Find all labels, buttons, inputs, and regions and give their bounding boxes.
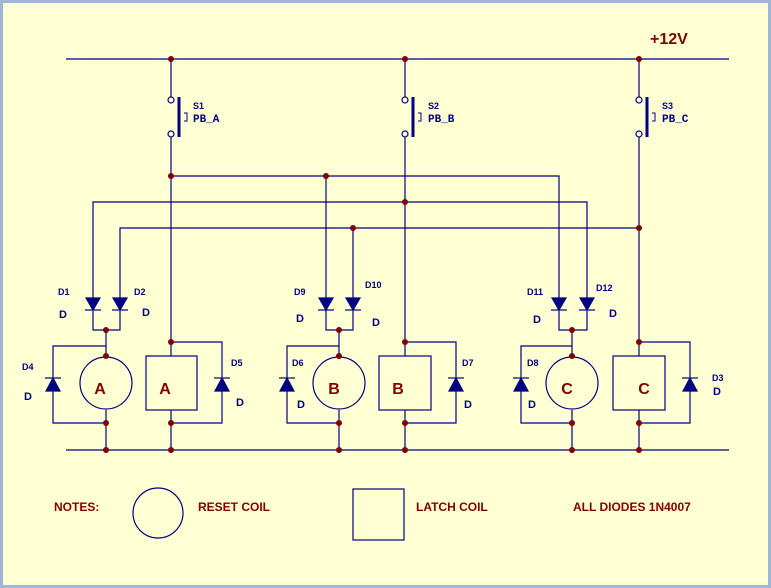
diode-type: D [533,314,541,326]
diode-d5 [213,376,231,392]
switch-ref: S2 [428,101,439,111]
diode-type: D [296,313,304,325]
coil-label: A [94,381,106,398]
diode-d7 [447,376,465,392]
diode-d2 [111,297,129,312]
diode-type: D [24,391,32,403]
legend-reset-coil-label: RESET COIL [198,500,270,514]
switch-name: PB_B [428,114,455,126]
latch-coil-a [145,355,198,411]
diode-ref: D11 [527,287,543,297]
reset-coil-a [79,356,133,410]
diode-ref: D10 [365,280,382,290]
diode-ref: D8 [527,358,539,368]
diode-ref: D1 [58,287,70,297]
diode-d8 [512,376,530,392]
coil-label: C [638,381,650,398]
coil-label: B [328,381,340,398]
diode-ref: D2 [134,287,146,297]
diode-d4 [44,376,62,392]
legend-reset-coil-symbol [132,487,184,539]
diode-ref: D6 [292,358,304,368]
coil-label: B [392,381,404,398]
diode-type: D [297,399,305,411]
diode-ref: D4 [22,362,34,372]
diode-type: D [372,317,380,329]
diode-d9 [317,297,335,312]
junction-nodes [103,56,642,453]
diode-ref: D9 [294,287,306,297]
diode-part-note: ALL DIODES 1N4007 [573,500,691,514]
switch-ref: S3 [662,101,673,111]
diode-type: D [59,309,67,321]
diode-ref: D3 [712,373,724,383]
diode-d12 [578,297,596,312]
notes-title: NOTES: [54,500,99,514]
diode-type: D [528,399,536,411]
diode-ref: D5 [231,358,243,368]
diode-d1 [84,297,102,312]
coil-label: C [561,381,573,398]
diode-ref: D7 [462,358,474,368]
supply-label: +12V [650,31,688,48]
diode-type: D [464,399,472,411]
switch-ref: S1 [193,101,204,111]
switch-name: PB_C [662,114,689,126]
coil-label: A [159,381,171,398]
diode-type: D [713,386,721,398]
legend-latch-coil-symbol [352,488,405,541]
diode-d11 [550,297,568,312]
diode-d6 [278,376,296,392]
switch-name: PB_A [193,114,220,126]
diode-type: D [236,397,244,409]
diode-type: D [142,307,150,319]
latch-coil-c [612,355,666,411]
diode-ref: D12 [596,283,613,293]
diode-type: D [609,308,617,320]
latch-coil-b [378,355,432,411]
diode-d10 [344,297,362,312]
diode-d3 [681,376,699,392]
legend-latch-coil-label: LATCH COIL [416,500,488,514]
